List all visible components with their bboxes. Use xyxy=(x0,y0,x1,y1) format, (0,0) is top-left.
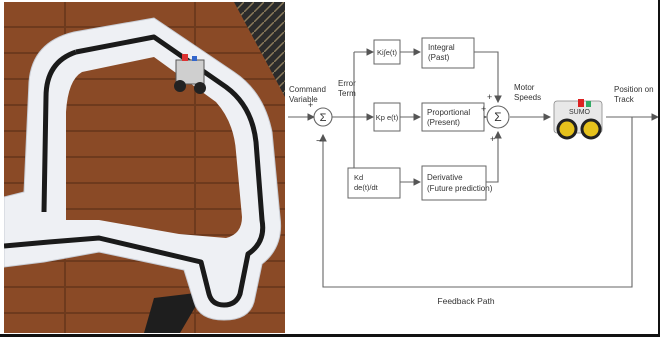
derivative-box xyxy=(421,165,487,201)
pid-diagram-drawing: Σ Σ SUMO + − + + + Command Variable xyxy=(288,37,660,306)
black-tape-line-left xyxy=(41,49,77,213)
ki-box xyxy=(373,39,401,65)
pid-block-diagram: Σ Σ SUMO + − + + + Command Variable xyxy=(288,2,660,335)
sum-junction-1-symbol: Σ xyxy=(320,112,327,124)
sum1-minus: − xyxy=(316,136,322,147)
sum-junction-2-symbol: Σ xyxy=(494,110,501,124)
sum2-plus-bottom: + xyxy=(490,134,495,144)
proportional-box xyxy=(421,102,485,132)
black-tape-line xyxy=(4,34,266,308)
derivative-label: Derivative (Future prediction) xyxy=(427,173,493,193)
rug-bottom xyxy=(144,292,204,333)
kd-label: Kd de(t)/dt xyxy=(354,173,379,192)
right-border xyxy=(658,0,660,337)
feedback-label: Feedback Path xyxy=(437,296,494,306)
ki-label: Ki∫e(t) xyxy=(377,48,397,57)
track-photo xyxy=(4,2,285,333)
track-photo-drawing xyxy=(4,2,285,333)
rug-corner xyxy=(234,2,285,97)
robot-photo xyxy=(174,54,206,94)
sum2-plus-mid: + xyxy=(481,104,486,114)
kp-label: Kp e(t) xyxy=(376,113,399,122)
motor-label: Motor Speeds xyxy=(514,83,541,102)
input-label: Command Variable xyxy=(289,85,328,104)
feedback-line xyxy=(319,117,633,288)
proportional-label: Proportional (Present) xyxy=(427,108,472,127)
sum2-plus-top: + xyxy=(487,92,492,102)
robot-icon: SUMO xyxy=(553,99,603,140)
bottom-border xyxy=(0,334,660,337)
integral-box xyxy=(421,37,475,69)
sum1-plus: + xyxy=(308,100,313,110)
integral-label: Integral (Past) xyxy=(428,43,457,62)
track-inner-hole xyxy=(66,57,242,238)
kp-box xyxy=(373,102,401,132)
kd-box xyxy=(347,167,401,199)
output-label: Position on Track xyxy=(614,85,656,104)
sum-junction-2 xyxy=(486,105,510,129)
error-label: Error Term xyxy=(338,79,358,98)
robot-brand-text: SUMO xyxy=(569,109,591,116)
sum-junction-1 xyxy=(313,107,333,127)
